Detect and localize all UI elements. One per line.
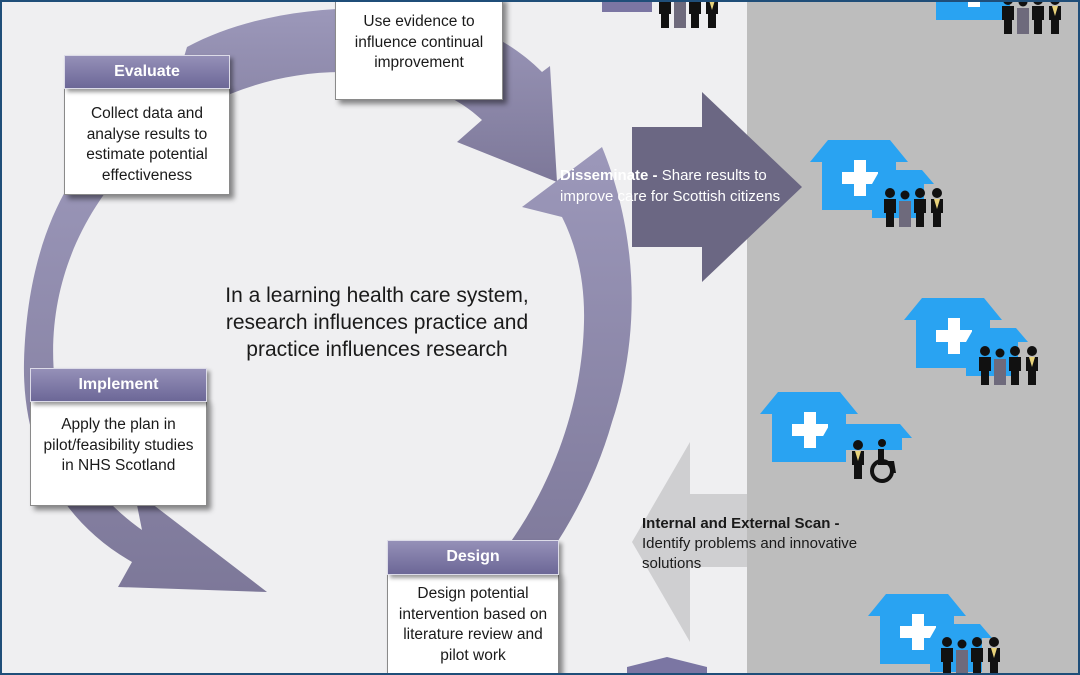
scan-arrow xyxy=(632,442,747,642)
house-cross-icon xyxy=(936,2,1010,20)
house-cross-icon xyxy=(602,2,652,12)
scan-title: Internal and External Scan - xyxy=(642,515,840,532)
center-statement: In a learning health care system, resear… xyxy=(225,284,529,361)
box-design: Design potential intervention based on l… xyxy=(387,573,559,673)
scan-text: Identify problems and innovative solutio… xyxy=(642,535,858,572)
box-implement: Apply the plan in pilot/feasibility stud… xyxy=(30,400,207,506)
box-top-text: Use evidence to influence continual impr… xyxy=(354,13,484,71)
box-top: Use evidence to influence continual impr… xyxy=(335,2,503,100)
box-evaluate: Collect data and analyse results to esti… xyxy=(64,87,230,195)
house-cross-icon xyxy=(760,392,912,462)
cycle-arrow-right xyxy=(507,147,632,592)
disseminate-label: Disseminate - Share results to improve c… xyxy=(560,166,790,207)
disseminate-arrow xyxy=(632,92,802,282)
box-implement-text: Apply the plan in pilot/feasibility stud… xyxy=(43,416,194,474)
disseminate-title: Disseminate - xyxy=(560,167,658,184)
people-group-icon xyxy=(659,2,718,28)
grey-panel xyxy=(690,2,1078,673)
header-evaluate: Evaluate xyxy=(64,55,230,89)
header-design: Design xyxy=(387,540,559,575)
disseminate-text: Share results to improve care for Scotti… xyxy=(560,167,781,205)
box-evaluate-text: Collect data and analyse results to esti… xyxy=(86,105,208,184)
bottom-arrow-stub xyxy=(627,657,707,673)
scan-label: Internal and External Scan - Identify pr… xyxy=(642,514,902,574)
header-implement: Implement xyxy=(30,368,207,402)
box-design-text: Design potential intervention based on l… xyxy=(398,585,548,664)
